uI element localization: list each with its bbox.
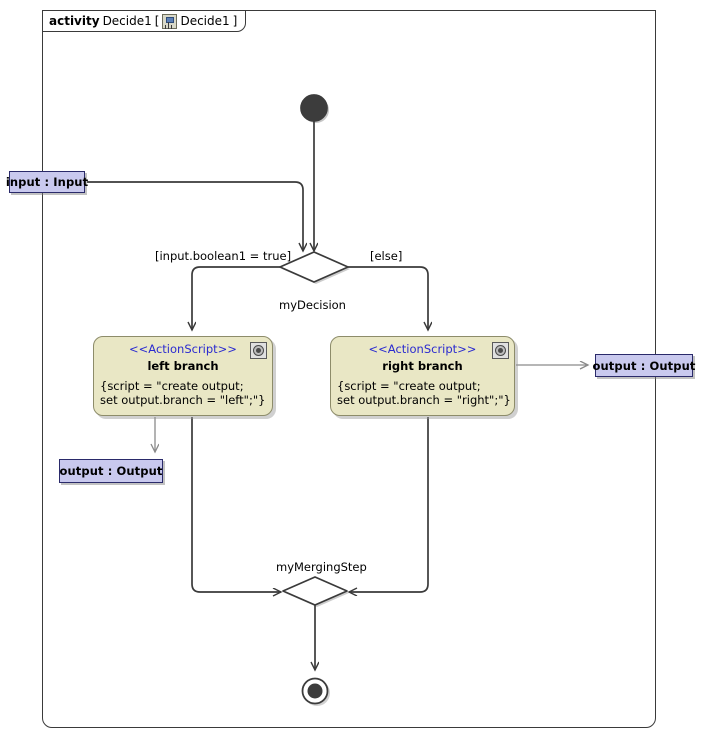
edge-decision-to-left-action — [192, 266, 280, 330]
decision-node-label: myDecision — [279, 298, 346, 312]
output-pin-right[interactable]: output : Output — [593, 354, 695, 377]
action-body-line-1: {script = "create output; — [100, 379, 244, 393]
action-body-line-2: set output.branch = "right";"} — [337, 393, 511, 408]
initial-node — [300, 94, 328, 122]
decision-node — [279, 251, 349, 283]
action-body: {script = "create output; set output.bra… — [331, 379, 514, 407]
action-body: {script = "create output; set output.bra… — [94, 379, 272, 407]
frame-inner-name: Decide1 — [180, 14, 230, 28]
action-node-left-branch[interactable]: <<ActionScript>> left branch {script = "… — [93, 336, 273, 416]
action-script-icon — [492, 342, 509, 359]
merge-node-label: myMergingStep — [276, 560, 367, 574]
frame-bracket-open: [ — [154, 14, 160, 28]
activity-frame-header[interactable]: activity Decide1 [ Decide1 ] — [42, 10, 247, 32]
frame-bracket-close: ] — [232, 14, 238, 28]
guard-label-else: [else] — [370, 249, 403, 263]
frame-name: Decide1 — [102, 14, 152, 28]
action-script-icon — [250, 342, 267, 359]
edge-decision-to-right-action — [348, 266, 428, 330]
input-pin[interactable]: input : Input — [6, 171, 88, 193]
guard-label-true: [input.boolean1 = true] — [155, 249, 292, 263]
edge-input-to-decision — [87, 181, 303, 251]
action-title: right branch — [382, 359, 463, 373]
action-body-line-1: {script = "create output; — [337, 379, 481, 393]
merge-node — [282, 576, 348, 606]
action-stereotype: <<ActionScript>> — [129, 342, 237, 356]
activity-diagram-icon — [162, 13, 178, 29]
edge-left-action-to-merge — [191, 417, 281, 592]
final-node-inner — [307, 683, 323, 699]
frame-keyword: activity — [49, 14, 100, 28]
action-stereotype: <<ActionScript>> — [368, 342, 477, 356]
output-pin-left[interactable]: output : Output — [59, 459, 163, 483]
action-node-right-branch[interactable]: <<ActionScript>> right branch {script = … — [330, 336, 515, 416]
edge-right-action-to-merge — [349, 417, 429, 592]
action-title: left branch — [147, 359, 219, 373]
action-body-line-2: set output.branch = "left";"} — [100, 393, 266, 408]
